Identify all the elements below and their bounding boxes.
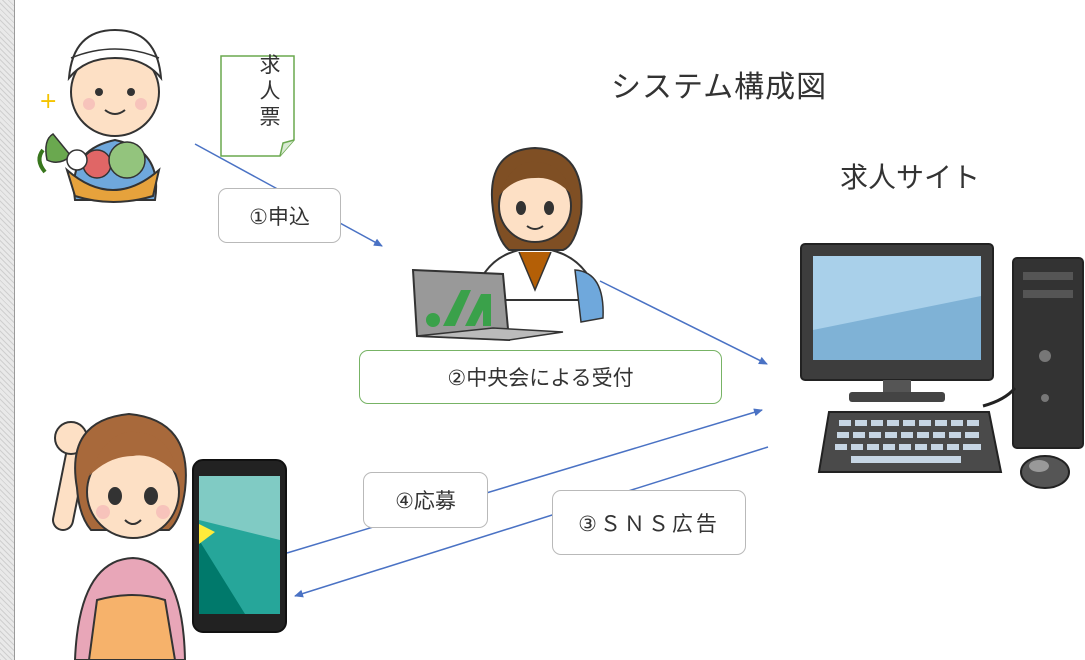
diagram-graphics: + — [37, 28, 1084, 660]
job-site-label: 求人サイト — [840, 161, 981, 194]
step-sns-ad-label: ③ＳＮＳ広告 — [552, 490, 746, 555]
job-seeker-icon — [52, 412, 187, 660]
svg-text:+: + — [39, 89, 57, 114]
job-ticket-char: 人 — [259, 79, 281, 103]
arrow-job-apply — [286, 408, 763, 554]
smartphone-icon — [192, 459, 287, 633]
diagram-title: システム構成図 — [611, 70, 828, 105]
job-ticket-label: 求 人 票 — [237, 52, 303, 130]
job-ticket-char: 求 — [259, 53, 281, 77]
arrow-reception — [599, 280, 768, 365]
step-reception-label: ②中央会による受付 — [359, 350, 722, 404]
desktop-computer-icon — [800, 243, 1084, 489]
diagram-canvas: + — [14, 0, 1085, 660]
step-job-apply-label: ④応募 — [363, 472, 488, 528]
job-ticket-icon — [220, 55, 295, 157]
job-ticket-char: 票 — [259, 105, 281, 129]
staff-icon — [411, 146, 604, 342]
ja-logo-icon — [426, 290, 491, 327]
arrow-sns-ad — [294, 446, 769, 598]
step-apply-label: ①申込 — [218, 188, 341, 243]
farmer-icon: + — [37, 28, 163, 203]
